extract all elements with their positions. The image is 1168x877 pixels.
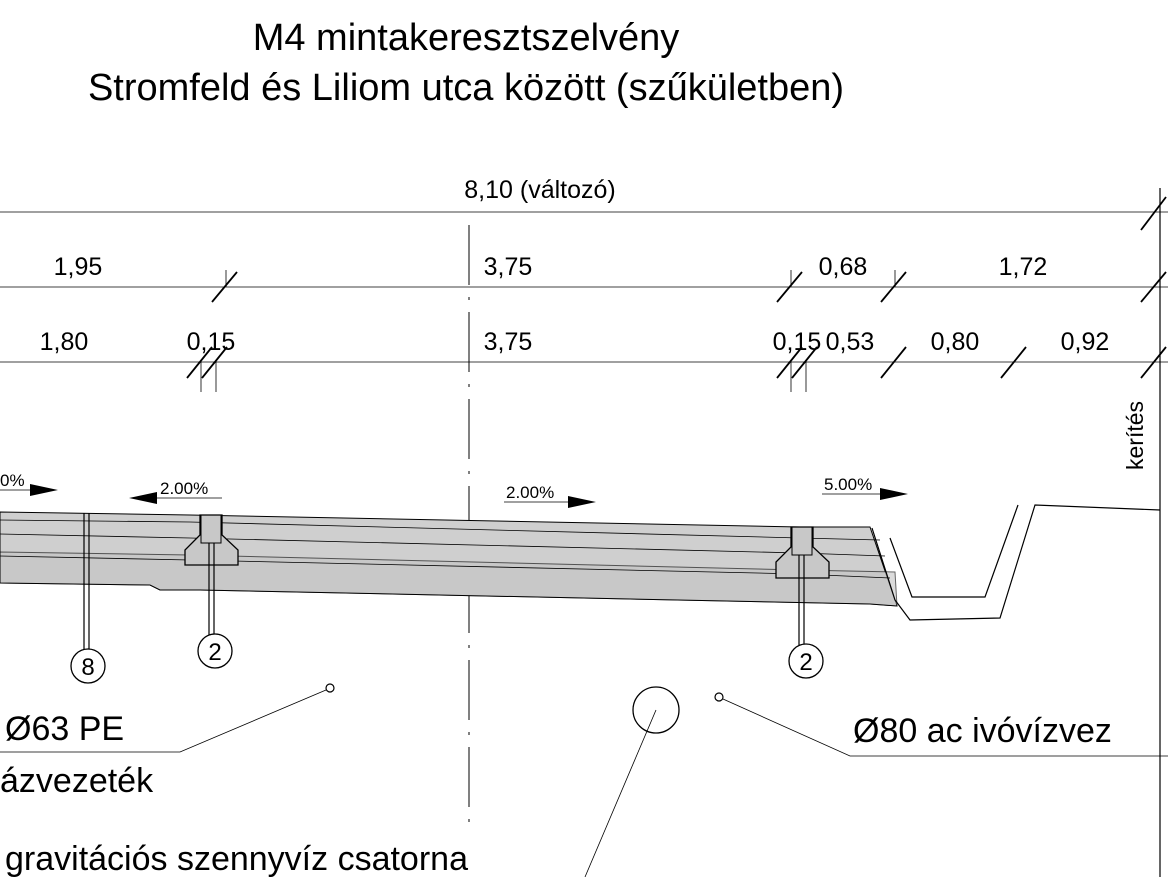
dimension-row2-label-7: 0,92	[1061, 328, 1110, 356]
curb-right	[775, 526, 830, 579]
ditch	[871, 504, 1161, 621]
dimension-row-2: 1,80 0,15 3,75 0,15 0,53 0,80 0,92	[0, 328, 1168, 392]
slope-label-4: 5.00%	[824, 475, 872, 494]
title-line-2: Stromfeld és Liliom utca között (szűküle…	[88, 67, 844, 109]
slope-label-3: 2.00%	[506, 483, 554, 502]
sewer-label: gravitációs szennyvíz csatorna	[5, 840, 468, 877]
dimension-row2-label-4: 0,15	[773, 328, 822, 356]
fence-label: kerítés	[1122, 401, 1148, 470]
slope-annotations: 0% 2.00% 2.00% 5.00%	[0, 471, 908, 508]
gas-pipe-label: Ø63 PE	[5, 710, 124, 748]
marker-8: 8	[70, 648, 106, 684]
gas-pipe: Ø63 PE ázvezeték	[0, 683, 335, 800]
dimension-row2-label-5: 0,53	[826, 328, 875, 356]
title-line-1: M4 mintakeresztszelvény	[253, 17, 680, 59]
road-structure	[0, 511, 898, 607]
marker-2-left-label: 2	[208, 639, 221, 666]
marker-2-right-label: 2	[799, 649, 812, 676]
sewer-pipe: gravitációs szennyvíz csatorna	[5, 686, 680, 877]
marker-2-left: 2	[197, 633, 233, 669]
dimension-row1-label-4: 1,72	[999, 253, 1048, 281]
water-pipe-label: Ø80 ac ivóvízvez	[853, 712, 1112, 750]
dimension-row1-label-3: 0,68	[819, 253, 868, 281]
dimension-row1-label-1: 1,95	[54, 253, 103, 281]
dimension-row2-label-2: 0,15	[187, 328, 236, 356]
curb-left	[184, 514, 239, 566]
dimension-row2-label-1: 1,80	[40, 328, 89, 356]
slope-label-2: 2.00%	[160, 479, 208, 498]
marker-8-label: 8	[81, 654, 94, 681]
water-pipe: Ø80 ac ivóvízvez	[714, 692, 1168, 757]
dimension-row1-label-2: 3,75	[484, 253, 533, 281]
dimension-row2-label-3: 3,75	[484, 328, 533, 356]
dimension-total: 8,10 (változó)	[0, 176, 1168, 231]
slope-label-1: 0%	[0, 471, 25, 490]
dimension-row2-label-6: 0,80	[931, 328, 980, 356]
dimension-row-1: 1,95 3,75 0,68 1,72	[0, 253, 1168, 303]
gas-line-label: ázvezeték	[0, 762, 154, 800]
dimension-total-label: 8,10 (változó)	[464, 176, 615, 204]
marker-2-right: 2	[788, 643, 824, 679]
